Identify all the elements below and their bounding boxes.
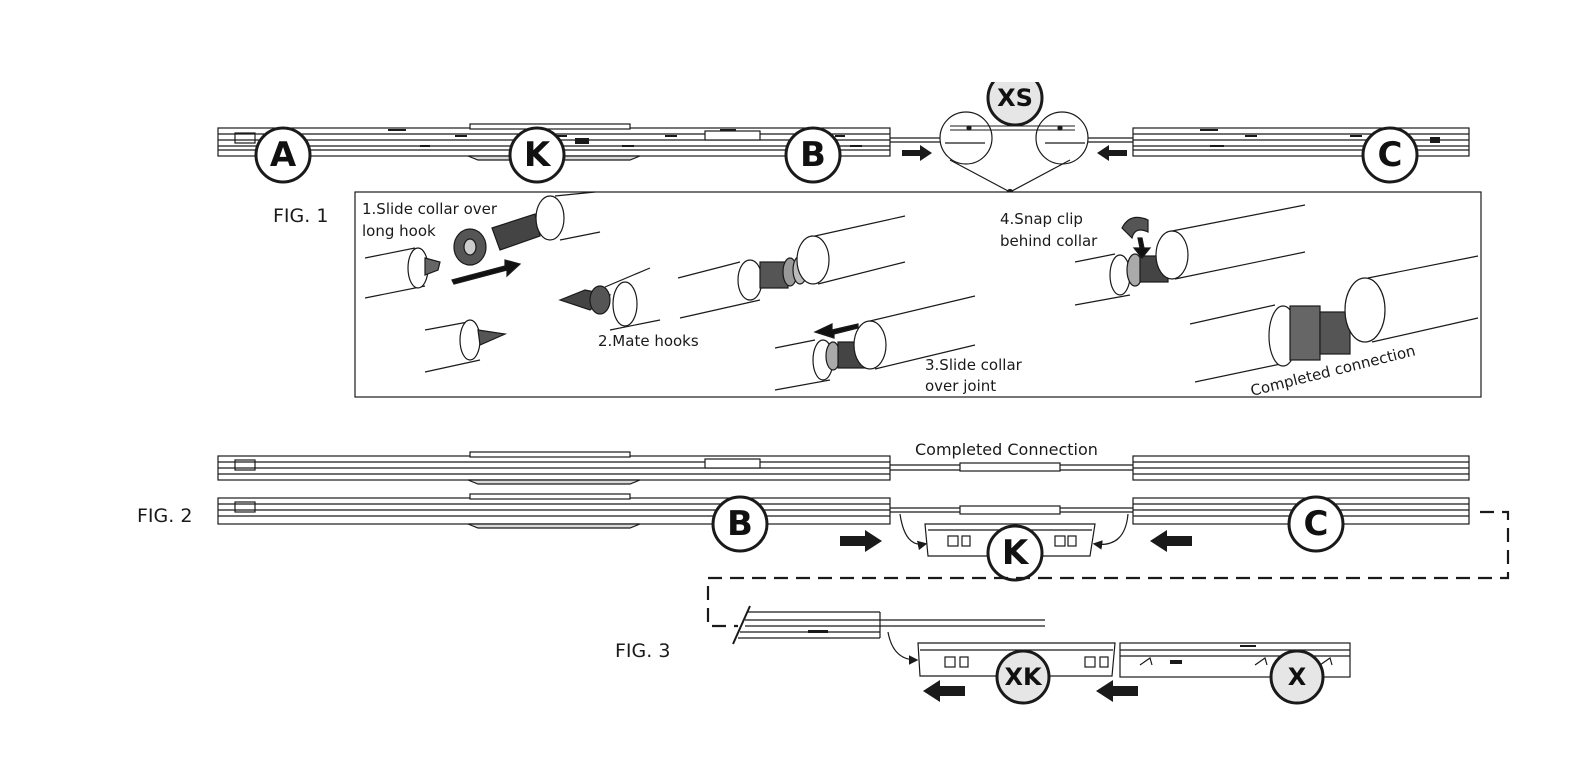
- step4-text-line1: 4.Snap clip: [1000, 210, 1083, 228]
- fig1-connector-stubs: [890, 137, 1133, 143]
- fig2-caption: Completed Connection: [915, 440, 1098, 459]
- xs-detail-circles: [939, 111, 1089, 196]
- bubble-b: B: [784, 126, 842, 184]
- fig1-label: FIG. 1: [273, 205, 328, 227]
- fig2-rail-bottom-right: [890, 497, 1470, 525]
- step3-text-line1: 3.Slide collar: [925, 356, 1023, 374]
- fig3-rail-cut: [732, 605, 1045, 645]
- bubble-x-label: X: [1288, 663, 1307, 691]
- bubble-x: X: [1269, 649, 1325, 705]
- step4-drawing: [1074, 204, 1306, 306]
- bubble-k: K: [508, 126, 566, 184]
- fig2-rail-top-left: [217, 451, 891, 485]
- step3-text-line2: over joint: [925, 377, 996, 395]
- fig2-label: FIG. 2: [137, 505, 192, 527]
- arrow-left-icon: [1097, 145, 1127, 161]
- bubble-c-fig2: C: [1287, 495, 1345, 553]
- arrow-left-icon: [1096, 680, 1138, 702]
- step2-drawing: [558, 267, 661, 331]
- arrow-right-icon: [840, 530, 882, 552]
- dashed-leader: [706, 510, 1510, 628]
- bubble-xs: XS: [985, 60, 1045, 127]
- step4-text-line2: behind collar: [1000, 232, 1098, 250]
- bubble-xk-label: XK: [1004, 663, 1043, 691]
- step1-text-line1: 1.Slide collar over: [362, 200, 498, 218]
- bubble-b-fig2: B: [711, 495, 769, 553]
- bubble-a-label: A: [270, 135, 297, 175]
- bubble-c: C: [1361, 126, 1419, 184]
- fig2-rail-top-right: [890, 455, 1470, 481]
- bubble-c-label: C: [1378, 135, 1403, 175]
- bubble-k2-label: K: [1002, 533, 1030, 573]
- arrow-left-icon: [1150, 530, 1192, 552]
- bubble-a: A: [254, 126, 312, 184]
- bubble-k-label: K: [524, 135, 552, 175]
- bubble-xs-label: XS: [997, 84, 1033, 112]
- step1-text-line2: long hook: [362, 222, 436, 240]
- bubble-b-label: B: [800, 135, 826, 175]
- step2b-drawing: [677, 215, 906, 319]
- fig3-label: FIG. 3: [615, 640, 670, 662]
- arrow-right-icon: [902, 145, 932, 161]
- completed-drawing: [1189, 255, 1479, 383]
- arrow-left-icon: [923, 680, 965, 702]
- bubble-xk: XK: [995, 649, 1051, 705]
- step3-drawing: [774, 295, 976, 391]
- fig1-rail-right: [1132, 127, 1470, 157]
- step2-text: 2.Mate hooks: [598, 332, 699, 350]
- step1-drawing: [364, 191, 601, 373]
- fig2-rail-bottom-left: [217, 493, 891, 529]
- bubble-b2-label: B: [727, 504, 753, 544]
- bubble-c2-label: C: [1304, 504, 1329, 544]
- bubble-k-fig2: K: [986, 524, 1044, 582]
